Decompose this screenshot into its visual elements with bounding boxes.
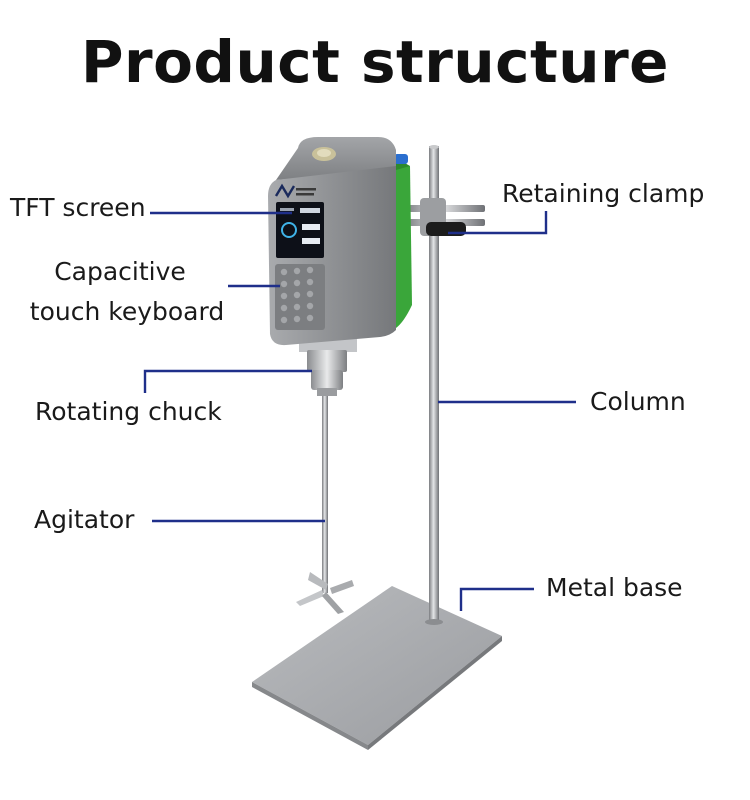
leader-lines xyxy=(143,211,576,611)
label-capacitive-line2: touch keyboard xyxy=(29,297,225,326)
retaining-clamp xyxy=(405,198,485,236)
label-retaining-clamp: Retaining clamp xyxy=(502,179,705,208)
agitator-shaft xyxy=(296,395,354,614)
label-capacitive-line1: Capacitive xyxy=(54,257,186,286)
label-column: Column xyxy=(590,387,686,416)
label-agitator: Agitator xyxy=(34,505,135,534)
rotating-chuck xyxy=(299,334,357,396)
leader-metal-base xyxy=(459,587,534,611)
label-metal-base: Metal base xyxy=(546,573,683,602)
label-tft-screen: TFT screen xyxy=(10,193,146,222)
capacitive-keypad xyxy=(275,264,325,330)
leader-retaining-clamp xyxy=(448,211,548,235)
metal-base-plate xyxy=(252,586,502,750)
diagram-title: Product structure xyxy=(80,28,670,96)
tft-screen xyxy=(276,202,324,258)
leader-rotating-chuck xyxy=(143,369,312,393)
label-rotating-chuck: Rotating chuck xyxy=(35,397,222,426)
column-rod xyxy=(425,145,443,625)
